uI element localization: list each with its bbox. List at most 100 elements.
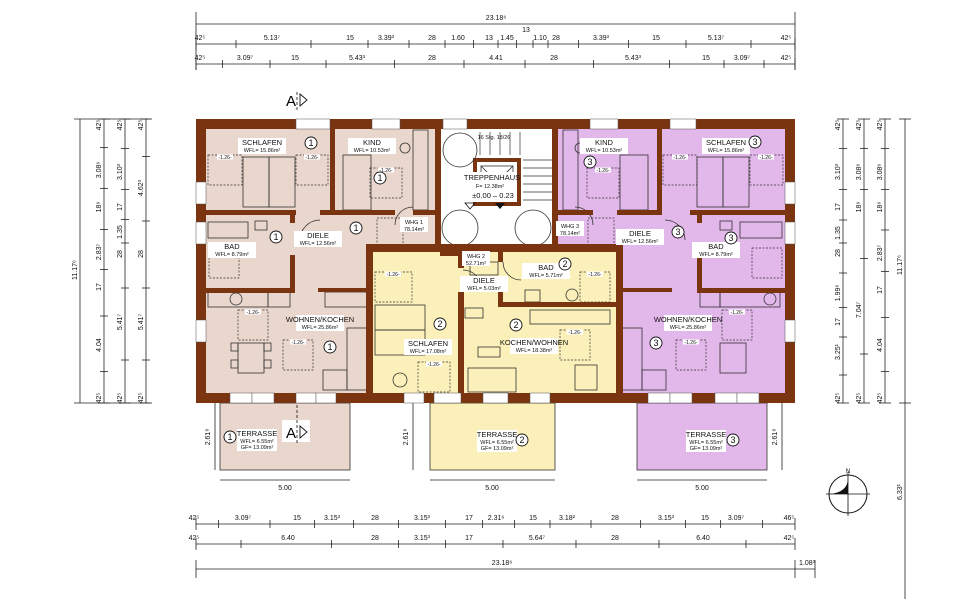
dimension-value: 42⁵ <box>835 393 842 404</box>
room-name: SCHLAFEN <box>408 339 448 348</box>
unit-number-badge: 1 <box>223 430 237 444</box>
furniture-clearance-label: -1.26- <box>290 339 306 346</box>
room-name: WOHNEN/KOCHEN <box>286 315 354 324</box>
terrace-wfl: WFL= 6.55m² <box>240 439 274 445</box>
room-area: WFL= 8.79m² <box>215 252 249 258</box>
dimension-value: 3.08⁶ <box>856 164 863 181</box>
furniture-clearance-label: -1.26- <box>217 154 233 161</box>
furniture-clearance-label: -1.26- <box>729 309 745 316</box>
unit-number-badge: 2 <box>509 318 523 332</box>
dimension-value: 3.39³ <box>593 35 610 42</box>
dimension-value: 3.15³ <box>414 535 431 542</box>
dimension-value: 42⁵ <box>781 35 792 42</box>
svg-text:3: 3 <box>728 233 733 243</box>
furniture-clearance-label: -1.26- <box>245 309 261 316</box>
dimension-value: 3.10³ <box>835 163 842 180</box>
dimension-value: 42⁵ <box>189 515 200 522</box>
dimension-value: 42⁵ <box>195 55 206 62</box>
unit-number-badge: 1 <box>373 171 387 185</box>
room-area: WFL= 25.86m² <box>670 325 707 331</box>
furniture-clearance-label: -1.26- <box>567 329 583 336</box>
apartment-name: WHG 3 <box>561 224 579 230</box>
apartment-area: 78.14m² <box>404 227 424 233</box>
unit-number-badge: 2 <box>515 433 529 447</box>
room-name: BAD <box>708 242 724 251</box>
room-area: WFL= 5.71m² <box>529 273 563 279</box>
dimension-value: 15 <box>291 55 299 62</box>
room-name: SCHLAFEN <box>242 138 282 147</box>
svg-text:2: 2 <box>562 259 567 269</box>
dimension-value: 42⁵ <box>877 120 884 131</box>
dimension-value: 6.33¹ <box>897 483 904 500</box>
terrace-gf: GF= 13.09m² <box>481 446 514 452</box>
dimension-value: 2.31⁶ <box>488 515 505 522</box>
terrace-width: 5.00 <box>278 485 292 492</box>
dimension-total: 23.18⁶ <box>492 560 513 567</box>
dimension-value: 1.60 <box>451 35 465 42</box>
furniture-label-text: -1.26- <box>291 340 304 346</box>
dimension-value: 6.40 <box>281 535 295 542</box>
dimension-value: 2.83⁷ <box>877 244 884 261</box>
furniture-label-text: -1.26- <box>684 340 697 346</box>
dimension-value: 42⁵ <box>96 393 103 404</box>
room-area: WFL= 17.08m² <box>410 349 447 355</box>
furniture-clearance-label: -1.26- <box>758 154 774 161</box>
terrace-depth: 2.61⁸ <box>205 429 212 446</box>
dimension-total: 23.18⁶ <box>486 15 507 22</box>
dimension-value: 5.43³ <box>349 55 366 62</box>
svg-text:1: 1 <box>308 138 313 148</box>
svg-text:3: 3 <box>730 435 735 445</box>
furniture-clearance-label: -1.26- <box>595 167 611 174</box>
staircase-name: TREPPENHAUS <box>464 173 520 182</box>
section-label: A <box>286 93 296 110</box>
dimension-value: 28 <box>552 35 560 42</box>
dimension-value: 15 <box>702 55 710 62</box>
dimension-value: 18⁶ <box>96 202 103 213</box>
room-area: WFL= 10.53m² <box>586 148 623 154</box>
furniture-label-text: -1.26- <box>673 155 686 161</box>
dimension-value: 13 <box>485 35 493 42</box>
dimension-value: 28 <box>371 535 379 542</box>
unit-number-badge: 3 <box>724 231 738 245</box>
staircase-area: F= 12.38m² <box>476 184 504 190</box>
terrace-depth: 2.61⁸ <box>772 429 779 446</box>
apartment-area: 78.14m² <box>560 231 580 237</box>
dimension-value: 17 <box>465 535 473 542</box>
dimension-value: 42⁵ <box>856 393 863 404</box>
terrace-gf: GF= 13.09m² <box>690 446 723 452</box>
unit-2-area <box>372 250 617 393</box>
terrace-depth: 2.61⁸ <box>403 429 410 446</box>
room-name: WOHNEN/KOCHEN <box>654 315 722 324</box>
dimension-value: 17 <box>117 203 124 211</box>
furniture-clearance-label: -1.26- <box>426 361 442 368</box>
room-area: WFL= 12.56m² <box>300 241 337 247</box>
dimension-value: 4.04 <box>877 338 884 352</box>
dimension-value: 2.83⁷ <box>96 243 103 260</box>
dimension-value: 28 <box>428 35 436 42</box>
unit-number-badge: 2 <box>433 317 447 331</box>
terrace-width: 5.00 <box>485 485 499 492</box>
dimension-value: 28 <box>138 250 145 258</box>
unit-number-badge: 1 <box>269 230 283 244</box>
room-area: WFL= 12.56m² <box>622 239 659 245</box>
dimension-value: 3.09⁷ <box>728 515 745 522</box>
unit-number-badge: 3 <box>671 225 685 239</box>
unit-number-badge: 2 <box>558 257 572 271</box>
unit-number-badge: 3 <box>726 433 740 447</box>
dimension-value: 17 <box>465 515 473 522</box>
svg-text:2: 2 <box>513 320 518 330</box>
terrace-wfl: WFL= 6.55m² <box>480 440 514 446</box>
furniture-clearance-label: -1.26- <box>672 154 688 161</box>
room-name: KOCHEN/WOHNEN <box>500 338 568 347</box>
dimension-value: 42⁵ <box>117 393 124 404</box>
furniture-label-text: -1.26- <box>588 272 601 278</box>
dimension-value: 42⁵ <box>117 120 124 131</box>
dimension-value: 3.15³ <box>324 515 341 522</box>
apartment-name: WHG 1 <box>405 220 423 226</box>
